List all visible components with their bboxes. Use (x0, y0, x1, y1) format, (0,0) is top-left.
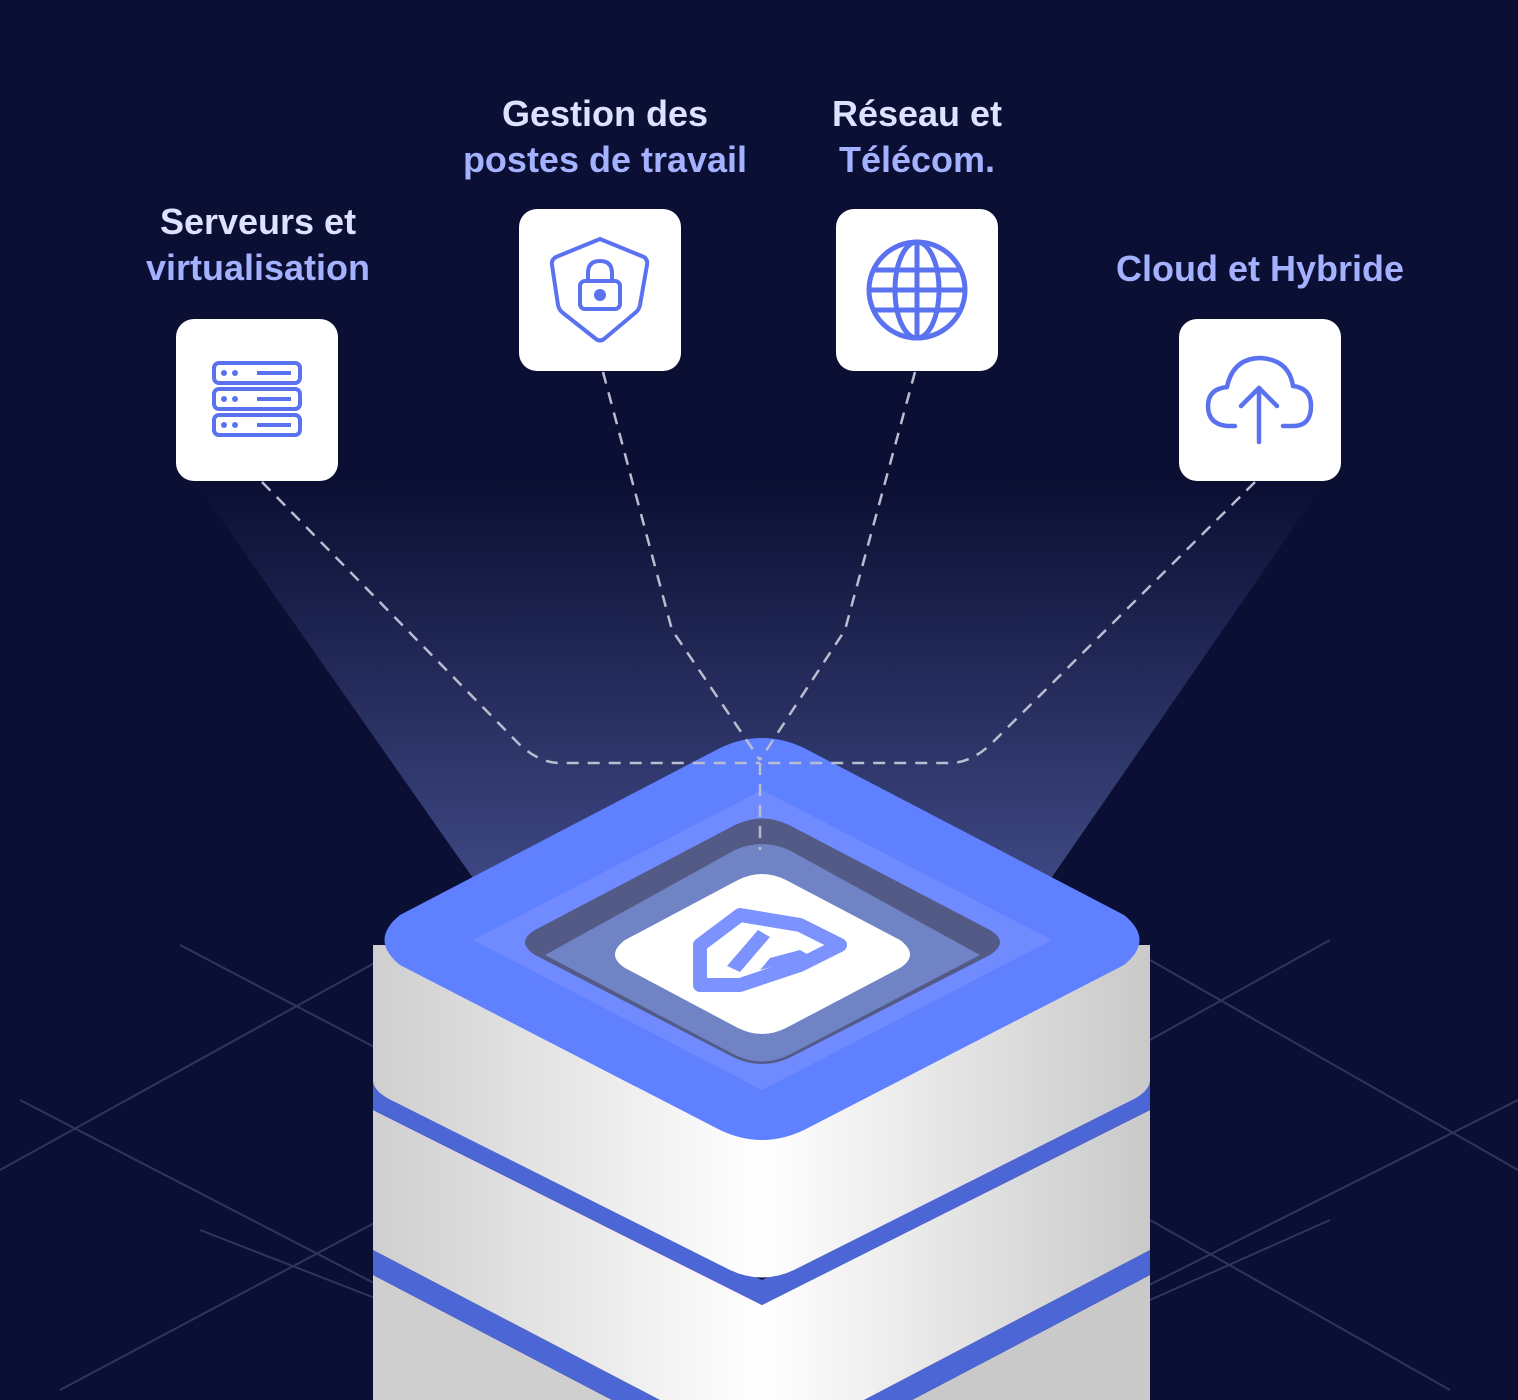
card-cloud (1179, 319, 1341, 481)
label-line1: Gestion des (501, 93, 709, 134)
label-network: Réseau et Télécom. (707, 91, 1127, 183)
label-line1: Réseau et (831, 93, 1003, 134)
card-workstations (519, 209, 681, 371)
floor-grid (0, 939, 1518, 1400)
label-line2: Cloud et Hybride (1115, 248, 1405, 289)
label-line2: virtualisation (145, 247, 371, 288)
connector-lines (261, 371, 1256, 850)
light-beam (195, 482, 1325, 945)
logo-plate (615, 874, 910, 1034)
shield-lock-icon (549, 237, 650, 343)
card-servers (176, 319, 338, 481)
globe-icon (866, 239, 968, 341)
label-line1: Serveurs et (159, 201, 357, 242)
label-workstations: Gestion des postes de travail (395, 91, 815, 183)
layer-middle-side (373, 1110, 1150, 1400)
brand-shield-logo (693, 908, 847, 992)
label-line2: postes de travail (462, 139, 748, 180)
cloud-upload-icon (1205, 355, 1314, 445)
label-line2: Télécom. (838, 139, 996, 180)
label-cloud: Cloud et Hybride (1050, 246, 1470, 292)
server-icon (212, 361, 302, 437)
card-network (836, 209, 998, 371)
label-servers: Serveurs et virtualisation (48, 199, 468, 291)
